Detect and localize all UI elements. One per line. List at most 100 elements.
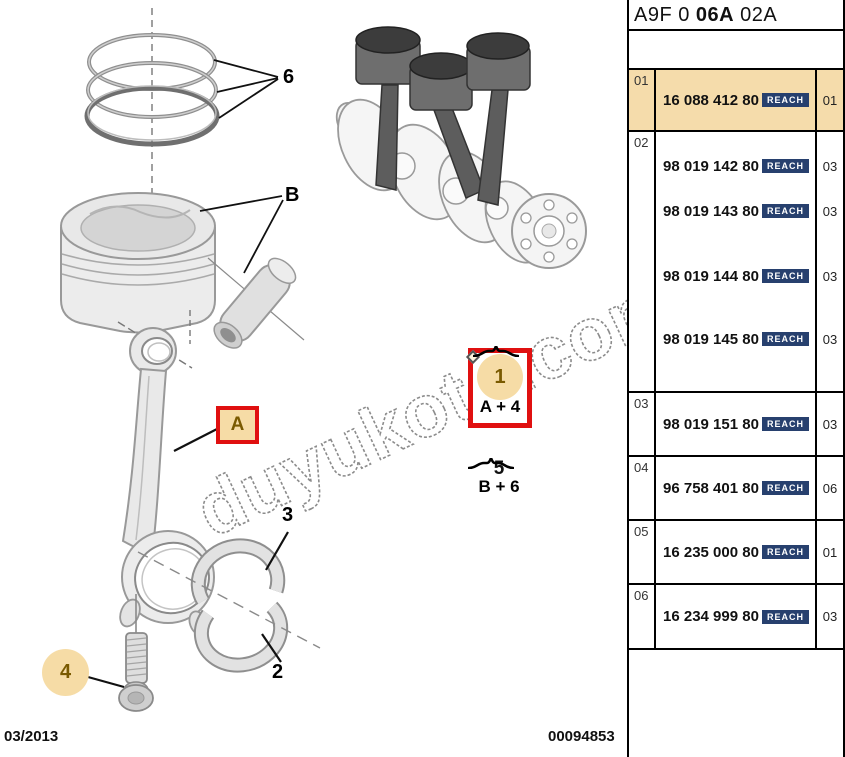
crank-piston-2 (409, 52, 485, 200)
reach-badge[interactable]: REACH (761, 93, 809, 107)
part-number: 16 088 412 80 (663, 91, 759, 109)
label-set-formula: B + 6 (478, 477, 520, 496)
label-assembly-formula: A + 4 (479, 397, 521, 416)
piston-art (60, 192, 216, 334)
qty-divider (815, 132, 817, 391)
index-divider (654, 585, 656, 648)
bearing-shells-art (190, 538, 289, 673)
diagram-artwork: duyukoto.com (60, 8, 627, 712)
index-divider (654, 457, 656, 519)
bolt-art (118, 594, 154, 712)
crank-piston-1 (355, 26, 421, 191)
part-number: 16 235 000 80 (663, 543, 759, 561)
index-divider (654, 70, 656, 130)
leader-line-3 (265, 531, 289, 571)
reach-badge[interactable]: REACH (761, 609, 809, 624)
exploded-diagram: duyukoto.com 6 B 3 2 A 1 A + 4 5 B + 6 (4, 8, 627, 745)
part-number: 98 019 144 80 (663, 267, 759, 285)
parts-groups: 01 16 088 412 80 REACH 01 02 98 019 142 … (629, 68, 843, 650)
catalog-code-post: 02A (734, 4, 778, 26)
part-number: 98 019 142 80 (663, 157, 759, 175)
catalog-code-header: A9F 0 06A 02A (629, 0, 843, 31)
part-number: 16 234 999 80 (663, 608, 759, 625)
parts-group-06: 06 16 234 999 80 REACH 03 (629, 585, 843, 650)
part-number: 96 758 401 80 (663, 479, 759, 497)
part-qty: 03 (822, 609, 838, 624)
label-set-num: 5 (493, 458, 505, 479)
part-row: 98 019 144 80 REACH 03 (656, 265, 843, 287)
label-bolt: 4 (59, 661, 72, 683)
parts-group-05: 05 16 235 000 80 REACH 01 (629, 521, 843, 585)
big-end-axis-dash (137, 551, 321, 649)
crank-piston-3 (466, 32, 531, 206)
reach-badge[interactable]: REACH (761, 269, 809, 283)
label-piston-rings: 6 (283, 66, 295, 88)
group-index: 04 (634, 460, 649, 475)
over-brace-icon (468, 458, 514, 469)
group-index: 02 (634, 135, 649, 150)
part-number: 98 019 143 80 (663, 202, 759, 220)
parts-group-01: 01 16 088 412 80 REACH 01 (629, 70, 843, 132)
index-divider (654, 521, 656, 583)
group-index: 06 (634, 588, 649, 603)
parts-group-03: 03 98 019 151 80 REACH 03 (629, 393, 843, 457)
reach-badge[interactable]: REACH (761, 204, 809, 218)
part-row: 98 019 151 80 REACH 03 (656, 413, 843, 435)
footer-date: 03/2013 (4, 728, 59, 745)
part-qty: 03 (822, 331, 838, 347)
part-row: 96 758 401 80 REACH 06 (656, 477, 843, 499)
catalog-code-bold: 06A (695, 4, 735, 26)
reach-badge[interactable]: REACH (761, 417, 809, 431)
qty-divider (815, 585, 817, 648)
reach-badge[interactable]: REACH (761, 159, 809, 173)
part-row: 16 088 412 80 REACH 01 (656, 89, 843, 111)
leader-line-a (173, 428, 218, 452)
part-qty: 03 (822, 416, 838, 432)
part-qty: 01 (822, 544, 838, 560)
qty-divider (815, 70, 817, 130)
reach-badge[interactable]: REACH (761, 332, 809, 346)
part-row: 98 019 145 80 REACH 03 (656, 328, 843, 350)
part-row: 98 019 143 80 REACH 03 (656, 200, 843, 222)
index-divider (654, 132, 656, 391)
header-spacer (629, 31, 843, 68)
parts-group-02: 02 98 019 142 80 REACH 03 98 019 143 80 … (629, 132, 843, 393)
piston-pin-art (213, 257, 297, 349)
group-index: 05 (634, 524, 649, 539)
reach-badge[interactable]: REACH (761, 481, 809, 495)
assembly-number-circle: 1 (465, 349, 523, 400)
qty-divider (815, 521, 817, 583)
part-number: 98 019 151 80 (663, 415, 759, 433)
label-connecting-rod: A (230, 414, 245, 435)
part-qty: 03 (822, 268, 838, 284)
connecting-rod-art (119, 327, 215, 636)
part-row: 16 234 999 80 REACH 03 (656, 606, 843, 628)
qty-divider (815, 393, 817, 455)
leader-lines-b (199, 195, 284, 274)
label-assembly-num: 1 (494, 365, 506, 388)
catalog-code-pre: A9F 0 (634, 4, 696, 26)
leader-line-4 (87, 675, 125, 689)
part-qty: 03 (822, 203, 838, 219)
callout-set: 5 B + 6 (468, 458, 530, 497)
group-index: 03 (634, 396, 649, 411)
part-row: 16 235 000 80 REACH 01 (656, 541, 843, 563)
label-piston-group: B (285, 184, 300, 206)
part-number: 98 019 145 80 (663, 330, 759, 348)
parts-group-04: 04 96 758 401 80 REACH 06 (629, 457, 843, 521)
callout-rod: A (216, 406, 259, 444)
piston-rings-art (84, 33, 220, 147)
part-qty: 01 (822, 92, 838, 108)
leader-line-2 (261, 633, 282, 663)
footer-doc-number: 00094853 (548, 728, 615, 745)
part-qty: 03 (822, 158, 838, 174)
callout-bolt: 4 (42, 649, 89, 696)
label-shell-lower: 2 (272, 661, 284, 683)
reach-badge[interactable]: REACH (761, 545, 809, 559)
over-brace-icon (473, 346, 519, 357)
label-shell-upper: 3 (282, 504, 294, 526)
part-qty: 06 (822, 480, 838, 496)
crankshaft-assembly-art (335, 26, 587, 269)
parts-table-panel: A9F 0 06A 02A 01 16 088 412 80 REACH 01 (627, 0, 845, 757)
